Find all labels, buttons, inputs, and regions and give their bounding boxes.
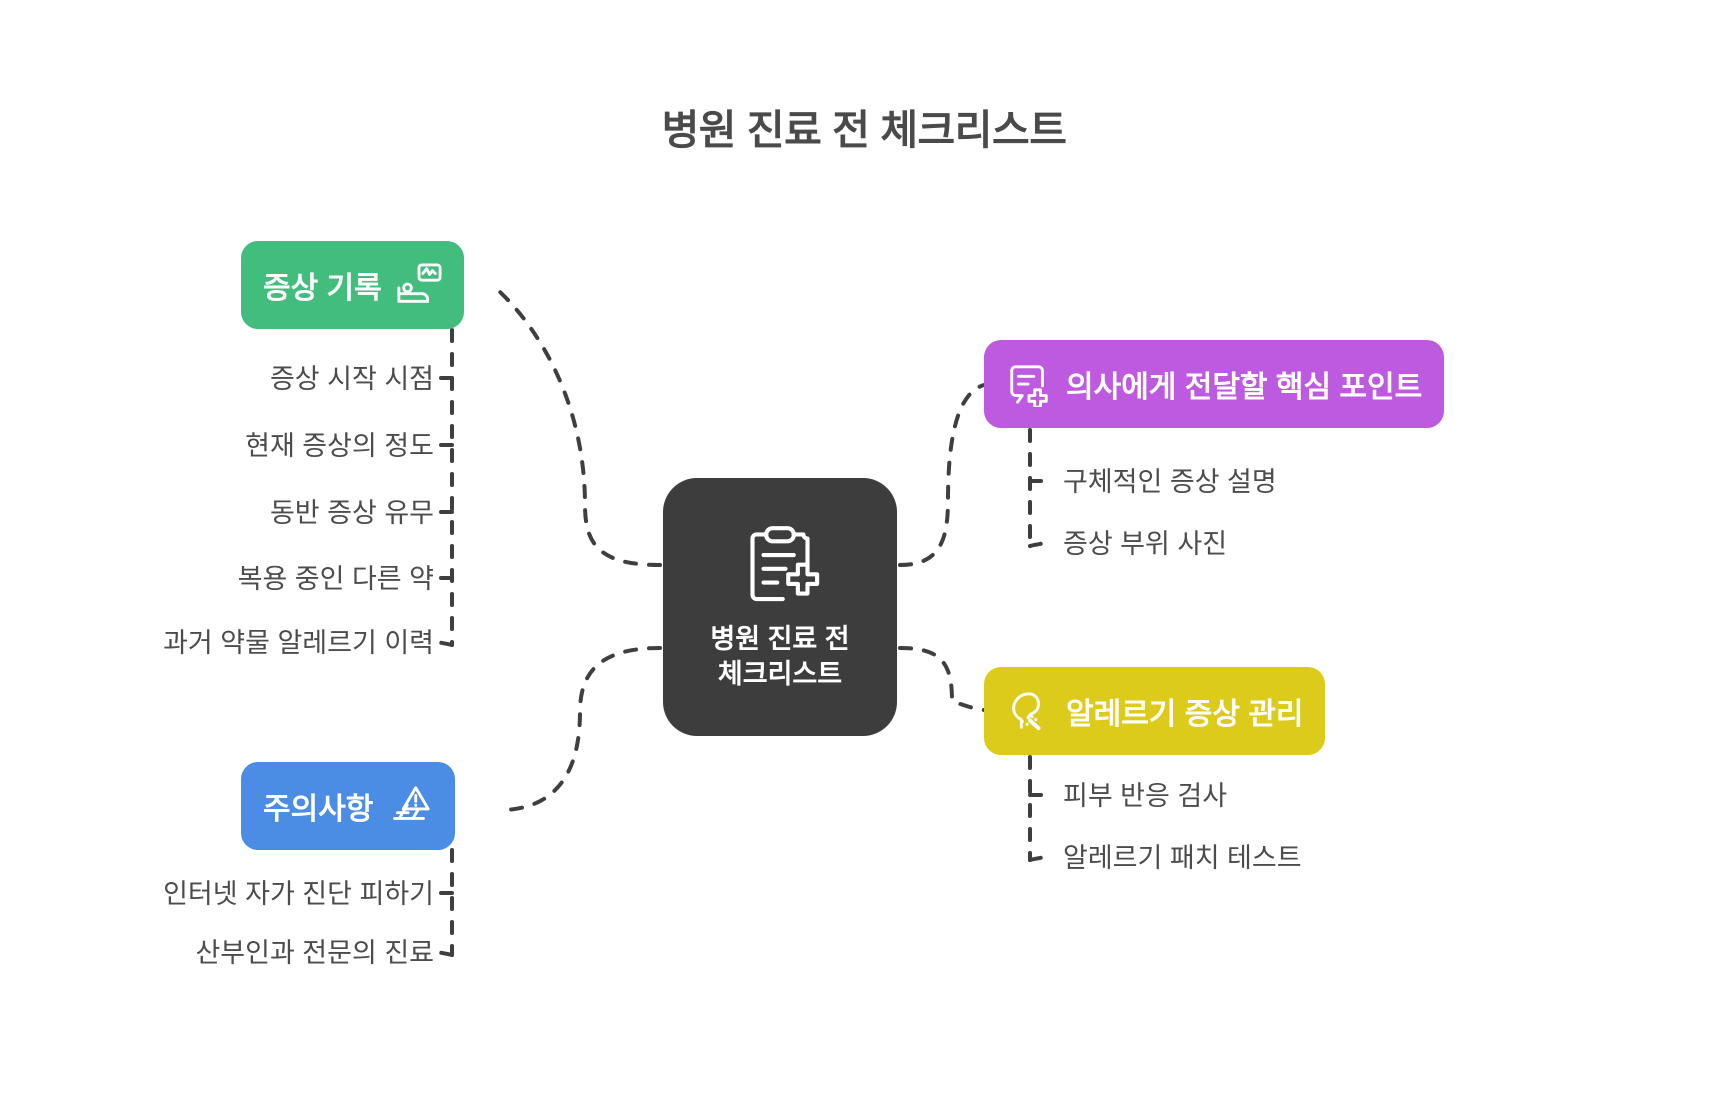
branch-node-symptom[interactable]: 증상 기록 [241,241,464,329]
connector-center-to-symptom [498,290,662,567]
leaf-item[interactable]: 증상 부위 사진 [1063,529,1228,559]
center-node[interactable]: 병원 진료 전 체크리스트 [663,478,897,736]
connector-center-to-keypoints [898,383,986,567]
branch-label-symptom: 증상 기록 [263,272,382,305]
leaf-item[interactable]: 복용 중인 다른 약 [237,564,434,594]
center-node-label: 병원 진료 전 체크리스트 [710,624,850,689]
branch-node-allergy[interactable]: 알레르기 증상 관리 [984,667,1326,755]
branch-node-keypoints[interactable]: 의사에게 전달할 핵심 포인트 [984,340,1445,428]
connector-center-to-allergy [898,646,986,712]
leaf-item[interactable]: 피부 반응 검사 [1063,781,1228,811]
branch-node-caution[interactable]: 주의사항 [241,762,456,850]
leaf-item[interactable]: 증상 시작 시점 [269,364,434,394]
document-lines-icon [1010,365,1048,407]
connector-allergy-leaf-2 [1028,854,1054,862]
leaf-item[interactable]: 구체적인 증상 설명 [1063,467,1277,497]
leaf-item[interactable]: 현재 증상의 정도 [245,431,434,461]
leaf-item[interactable]: 동반 증상 유무 [269,498,434,528]
clipboard-medical-icon [750,526,820,602]
branch-label-allergy: 알레르기 증상 관리 [1066,698,1304,731]
hospital-bed-monitor-icon [397,263,442,303]
connector-keypoints-leaf-2 [1028,540,1054,548]
leaf-item[interactable]: 과거 약물 알레르기 이력 [163,628,434,658]
page-title: 병원 진료 전 체크리스트 [661,107,1067,153]
leaf-item[interactable]: 산부인과 전문의 진료 [195,938,434,968]
leaf-item[interactable]: 인터넷 자가 진단 피하기 [163,879,434,909]
warning-barrier-icon [393,786,431,820]
branch-label-keypoints: 의사에게 전달할 핵심 포인트 [1066,371,1423,404]
sneeze-head-icon [1012,692,1041,731]
branch-label-caution: 주의사항 [263,793,374,826]
leaf-item[interactable]: 알레르기 패치 테스트 [1063,843,1302,873]
connector-center-to-caution [498,646,662,812]
